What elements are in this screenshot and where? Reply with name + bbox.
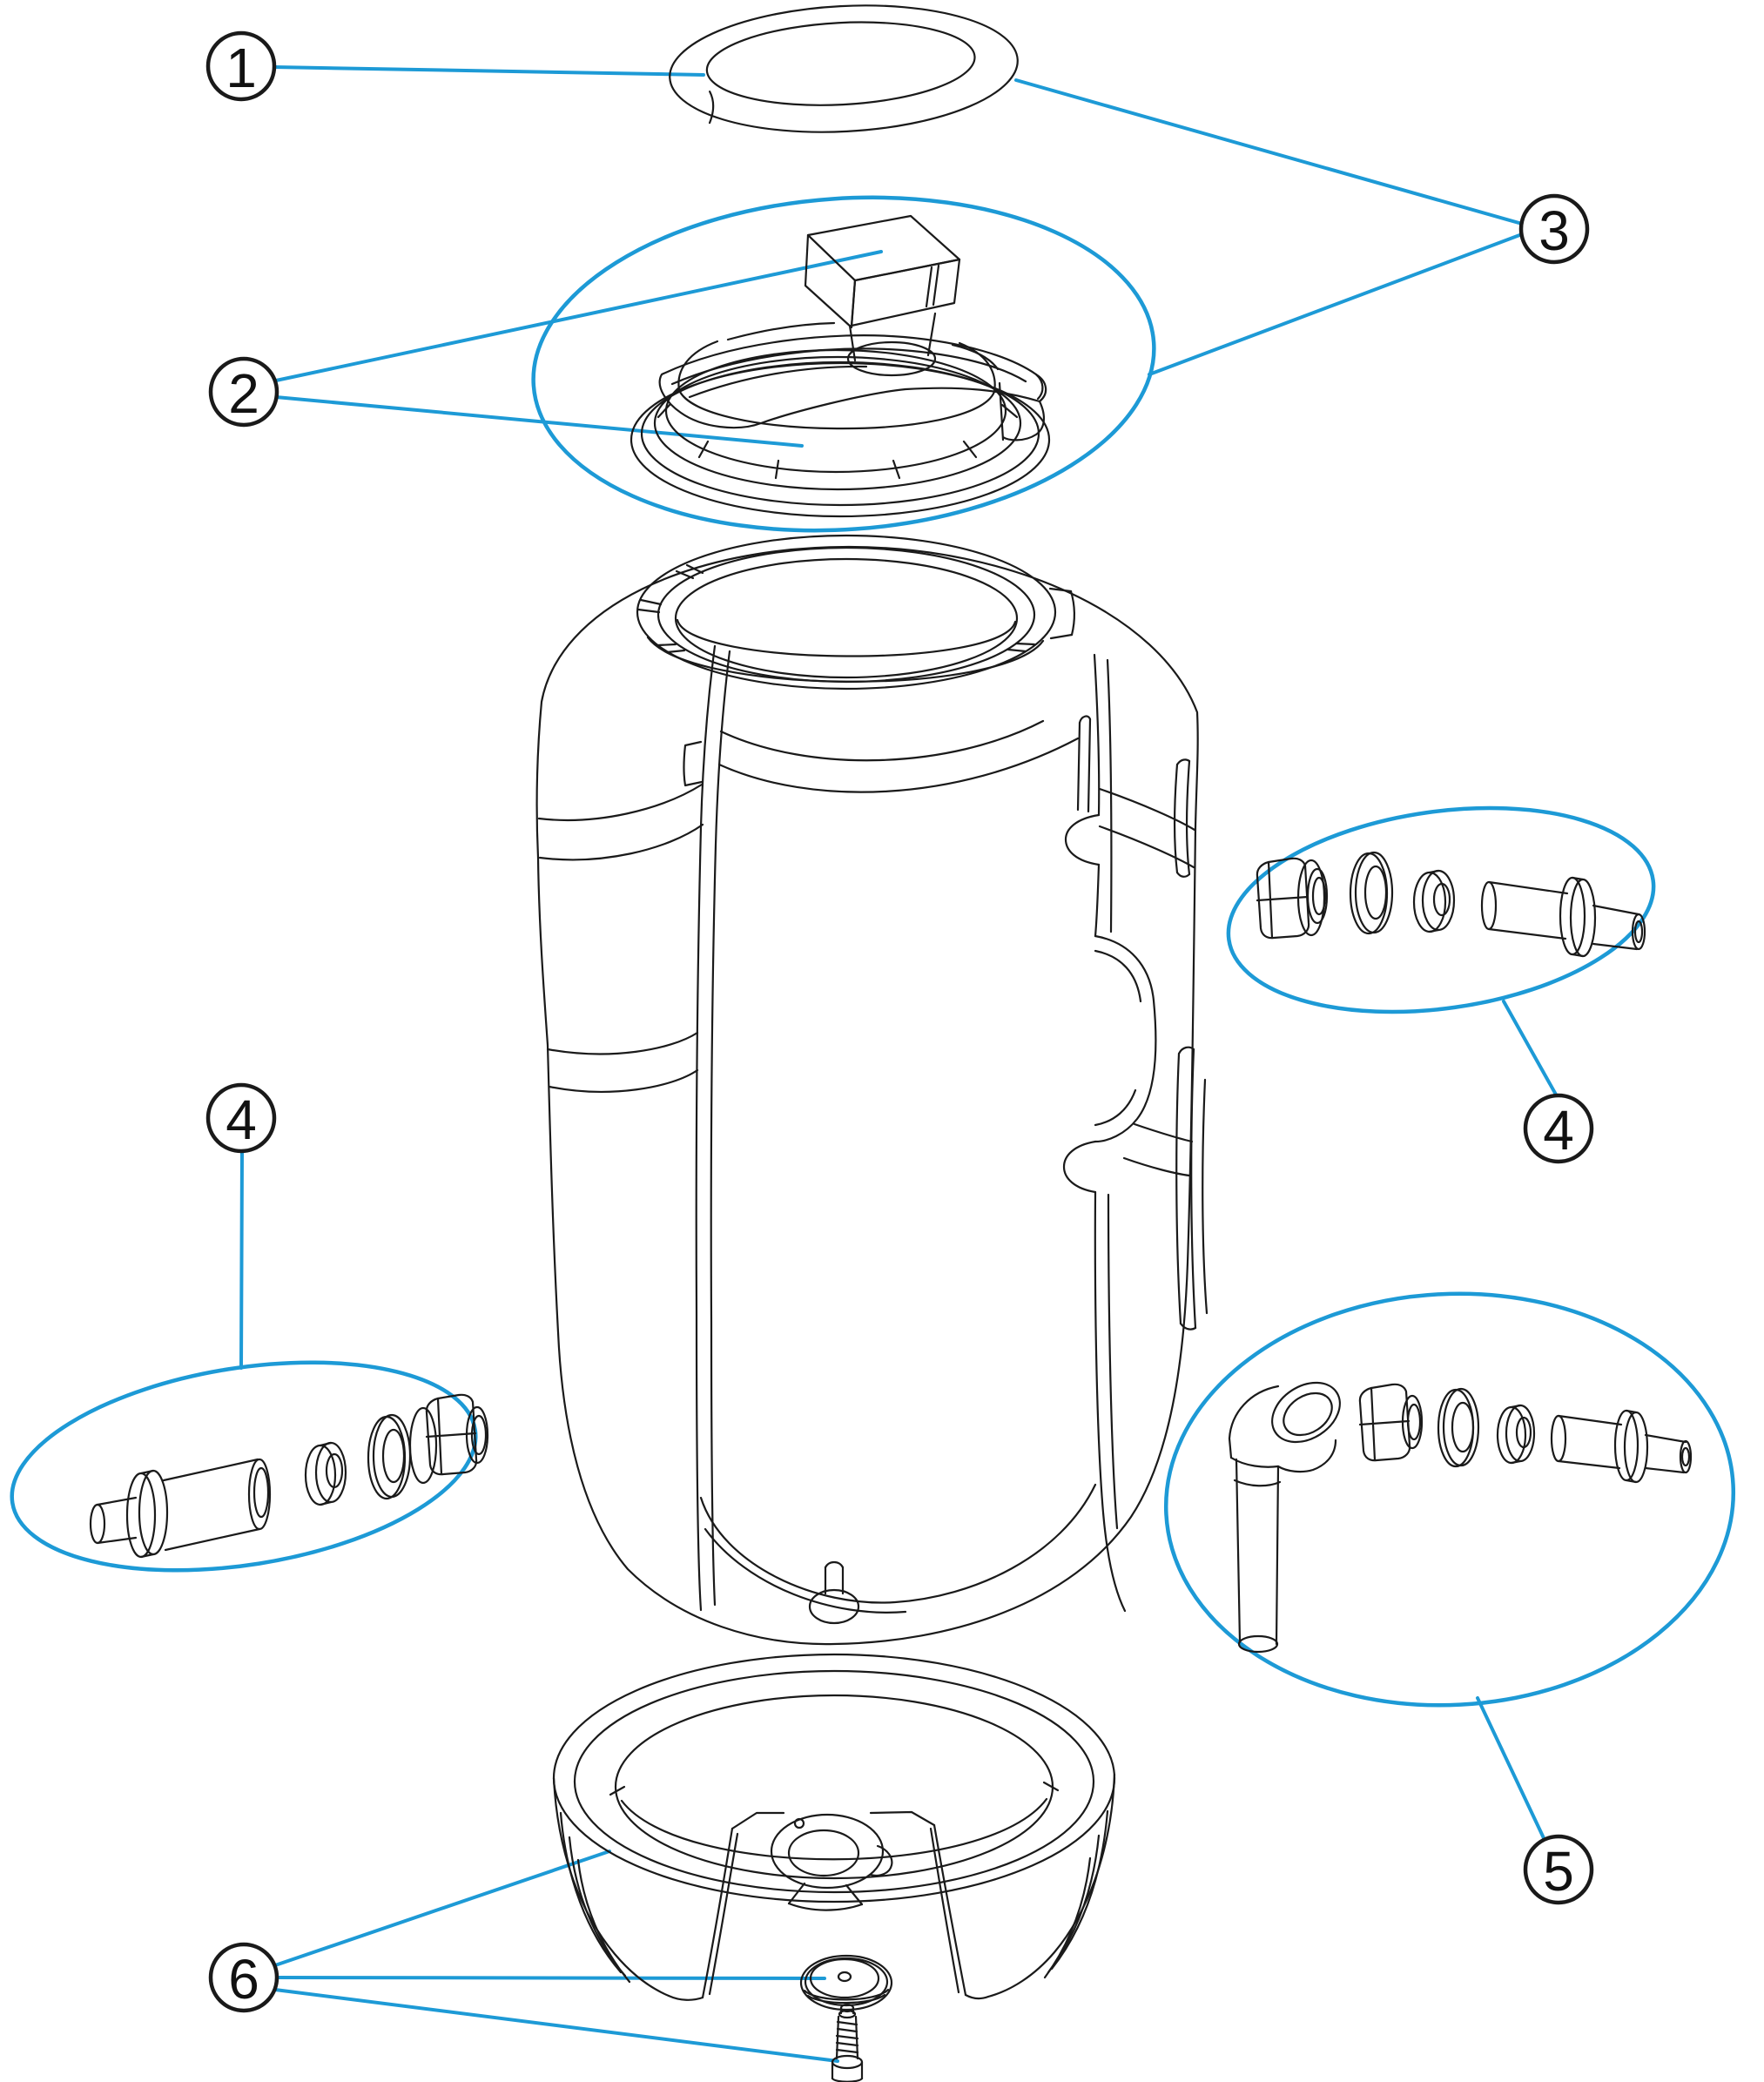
leader-6-to-base: [273, 1850, 611, 1967]
line-art: [89, 4, 1693, 2082]
callout-1: 1: [205, 30, 277, 102]
spacer-washer: [304, 1441, 347, 1506]
callout-6: 6: [208, 1942, 279, 2013]
leader-6-to-screw: [273, 1988, 839, 2063]
callout-1-circle: [205, 30, 277, 102]
callouts: 1 2 3 4 4 5 6: [205, 30, 1594, 2013]
callout-4-left-circle: [205, 1082, 277, 1154]
part-drain-cap: [799, 1954, 893, 2011]
highlight-hardware-right: [1226, 805, 1656, 1014]
leader-oring-to-3: [1014, 78, 1524, 226]
part-drain-screw: [831, 2003, 864, 2082]
callout-6-circle: [208, 1942, 279, 2013]
part-elbow-hardware-group: [1228, 1381, 1693, 1654]
callout-2-circle: [208, 356, 279, 428]
bulkhead-fitting: [1550, 1409, 1693, 1484]
callout-3-number: 3: [1538, 199, 1570, 262]
callout-5-circle: [1523, 1834, 1594, 1905]
callout-4-right-circle: [1523, 1093, 1594, 1164]
tank-drain-keyhole: [808, 1560, 860, 1625]
callout-5-number: 5: [1543, 1840, 1574, 1903]
spacer-washer: [1412, 869, 1456, 933]
hex-flange-nut: [408, 1393, 489, 1485]
callout-1-number: 1: [226, 37, 257, 99]
part-tank-body: [535, 534, 1209, 1646]
part-base-stand: [552, 1653, 1116, 2001]
callout-6-number: 6: [228, 1948, 259, 2011]
leader-2-to-dome: [274, 395, 804, 448]
callout-4-right: 4: [1523, 1093, 1594, 1164]
callout-4-left: 4: [205, 1082, 277, 1154]
part-lid: [630, 214, 1051, 518]
lid-handle-bar: [658, 334, 1047, 441]
hex-flange-nut: [1256, 857, 1329, 940]
callout-2: 2: [208, 356, 279, 428]
elbow-fitting: [1228, 1381, 1341, 1654]
part-hardware-group-right: [1256, 851, 1646, 958]
leader-4-to-hwleft: [239, 1150, 244, 1370]
leader-elbowgroup-to-5: [1476, 1696, 1546, 1842]
spacer-washer: [1496, 1404, 1536, 1465]
flat-washer: [1349, 851, 1394, 935]
hex-flange-nut: [1358, 1383, 1424, 1462]
callout-4-right-number: 4: [1543, 1099, 1574, 1162]
leader-lines: [239, 65, 1558, 2063]
callout-5: 5: [1523, 1834, 1594, 1905]
highlight-lid-assembly: [531, 195, 1156, 533]
highlight-hardware-left: [10, 1360, 478, 1573]
highlight-elbow-hardware: [1163, 1291, 1736, 1708]
flat-washer: [1437, 1387, 1480, 1468]
flat-washer: [367, 1413, 412, 1500]
bulkhead-fitting: [89, 1458, 272, 1559]
part-hardware-group-left: [89, 1393, 489, 1559]
callout-4-left-number: 4: [226, 1088, 257, 1151]
leader-2-to-knob: [274, 250, 883, 382]
leader-lidellipse-to-3: [1148, 232, 1524, 376]
callout-3: 3: [1518, 193, 1590, 265]
lid-handle-knob: [804, 214, 961, 377]
part-o-ring: [669, 4, 1019, 133]
callout-3-circle: [1518, 193, 1590, 265]
base-keyhole-cutout: [770, 1813, 893, 1911]
callout-2-number: 2: [228, 362, 259, 425]
leader-1-to-oring: [273, 65, 705, 77]
bulkhead-fitting: [1480, 876, 1646, 958]
leader-hwright-to-4: [1502, 1000, 1558, 1096]
